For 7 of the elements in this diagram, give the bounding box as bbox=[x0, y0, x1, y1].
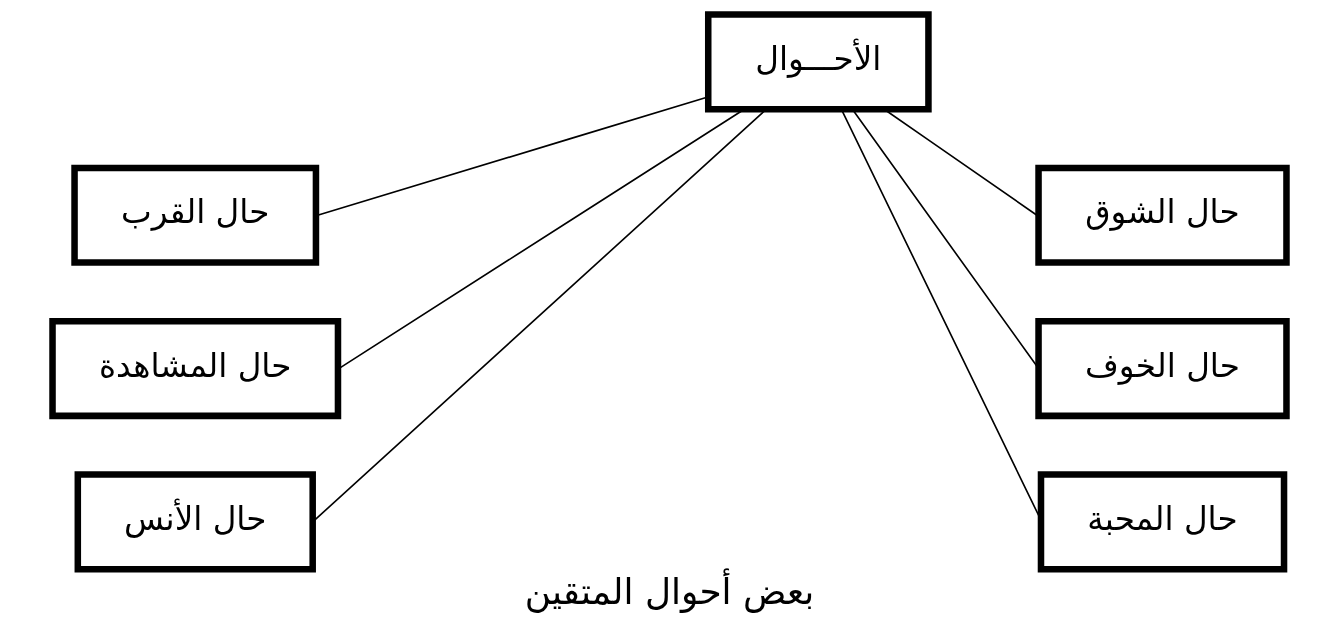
node-box: حال المحبة bbox=[1037, 471, 1288, 573]
node-box: الأحـــوال bbox=[705, 11, 932, 113]
node-box: حال القرب bbox=[71, 164, 320, 266]
node-box: حال الأنس bbox=[74, 471, 316, 573]
node-box: حال الخوف bbox=[1035, 318, 1290, 420]
node-box: حال الشوق bbox=[1035, 164, 1290, 266]
node-box: حال المشاهدة bbox=[49, 318, 342, 420]
